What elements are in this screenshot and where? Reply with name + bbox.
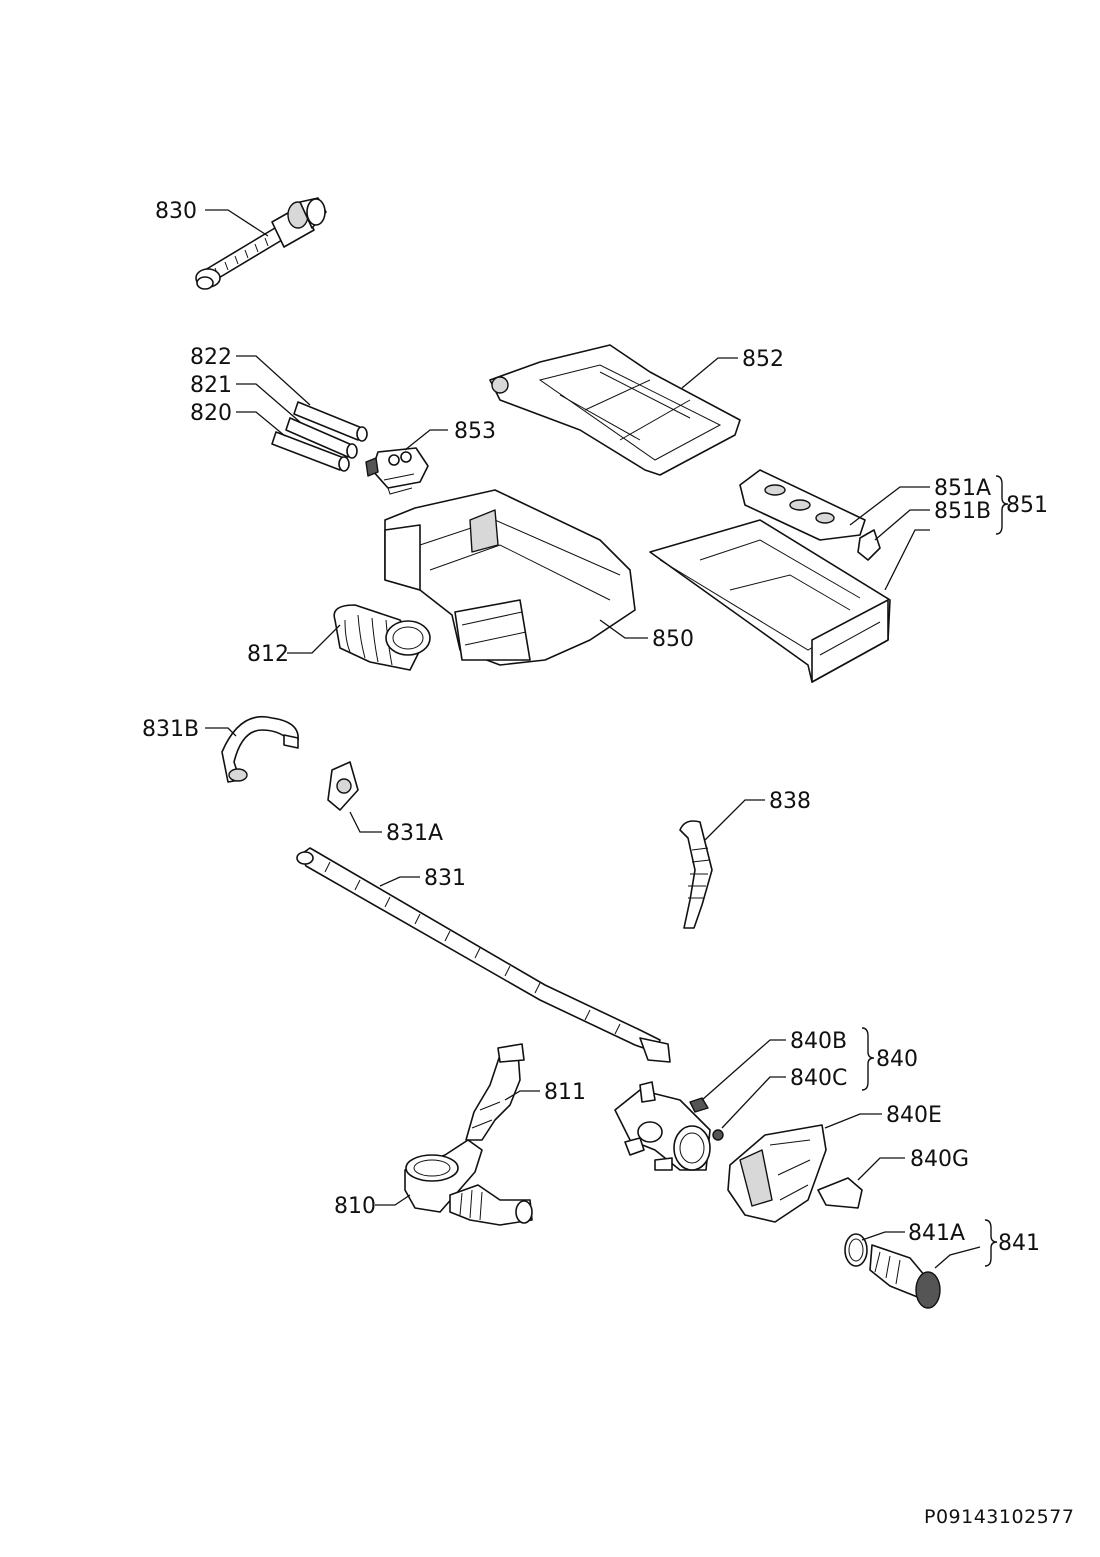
- label-812: 812: [247, 642, 289, 667]
- part-810-sump: [404, 1139, 533, 1226]
- label-850: 850: [652, 627, 694, 652]
- part-840E-pump-cover: [727, 1124, 827, 1223]
- part-841A-o-ring: [844, 1233, 868, 1267]
- part-851A-siphon-cover: [739, 469, 866, 541]
- label-841A: 841A: [908, 1221, 965, 1246]
- label-840E: 840E: [886, 1103, 942, 1128]
- part-822-tube: [293, 401, 368, 442]
- part-840G-cap: [817, 1177, 863, 1209]
- part-830-inlet-hose: [195, 197, 327, 290]
- label-840G: 840G: [910, 1147, 969, 1172]
- part-831B-hose-guide: [221, 716, 299, 783]
- label-821: 821: [190, 373, 232, 398]
- part-840C-nut: [712, 1129, 724, 1141]
- label-810: 810: [334, 1194, 376, 1219]
- label-851B: 851B: [934, 499, 991, 524]
- label-831: 831: [424, 866, 466, 891]
- part-812-bellows-hose: [333, 604, 431, 671]
- label-840: 840: [876, 1047, 918, 1072]
- label-811: 811: [544, 1080, 586, 1105]
- label-830: 830: [155, 199, 197, 224]
- part-838-pressure-hose: [679, 820, 713, 929]
- label-831B: 831B: [142, 717, 199, 742]
- part-831A-clip: [327, 761, 359, 811]
- label-822: 822: [190, 345, 232, 370]
- label-852: 852: [742, 347, 784, 372]
- label-840B: 840B: [790, 1029, 847, 1054]
- label-851: 851: [1006, 493, 1048, 518]
- callout-labels: 830 822 821 820 853 852 851A 851B 851 81…: [142, 199, 1048, 1256]
- document-reference-number: P09143102577: [924, 1506, 1075, 1528]
- brace-840: [861, 1027, 875, 1091]
- label-841: 841: [998, 1231, 1040, 1256]
- part-853-connector: [365, 447, 429, 495]
- part-820-tube: [271, 431, 350, 472]
- part-850-dispenser-housing: [384, 489, 636, 666]
- leader-lines: [205, 209, 981, 1269]
- part-840B-plug: [689, 1097, 709, 1113]
- label-820: 820: [190, 401, 232, 426]
- part-852-dispenser-cover: [489, 344, 741, 476]
- part-821-tube: [285, 417, 358, 459]
- part-851-detergent-drawer: [649, 519, 891, 683]
- brace-841: [984, 1219, 998, 1267]
- part-841-pump-filter: [869, 1244, 941, 1309]
- part-851B-clip: [857, 529, 881, 561]
- part-840-drain-pump: [614, 1081, 711, 1171]
- label-831A: 831A: [386, 821, 443, 846]
- label-840C: 840C: [790, 1066, 847, 1091]
- part-831-drain-hose: [296, 847, 671, 1063]
- label-838: 838: [769, 789, 811, 814]
- brace-851: [995, 475, 1009, 535]
- part-811-sump-hose: [465, 1043, 525, 1141]
- label-851A: 851A: [934, 476, 991, 501]
- label-853: 853: [454, 419, 496, 444]
